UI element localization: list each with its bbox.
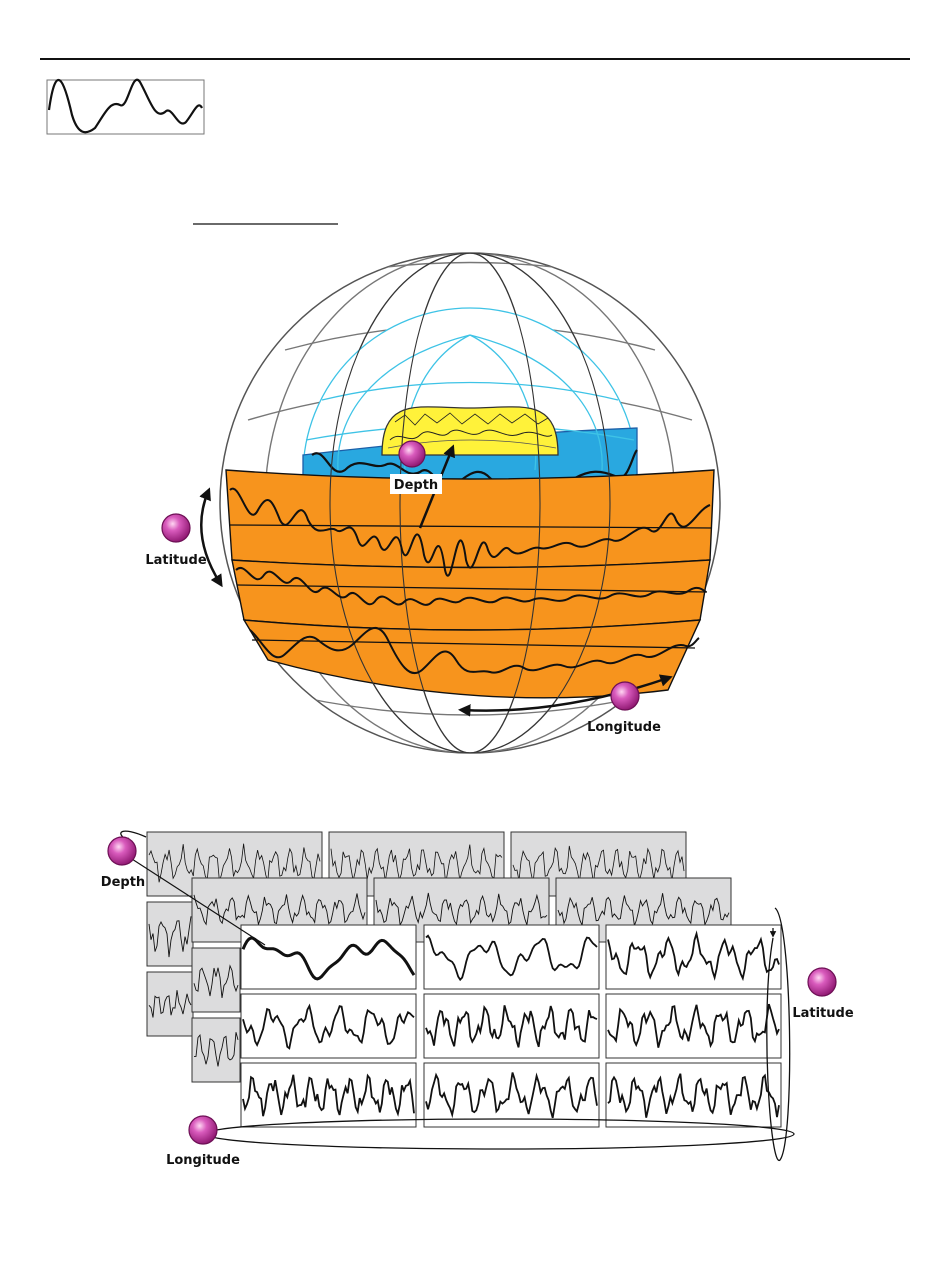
legend-waveform-box	[47, 80, 204, 134]
depth-label: Depth	[101, 875, 145, 890]
sphere-latitude-control: Latitude	[145, 514, 207, 568]
knob-icon[interactable]	[162, 514, 190, 542]
grid-latitude-control: Latitude	[792, 968, 854, 1021]
knob-icon[interactable]	[108, 837, 136, 865]
depth-label: Depth	[394, 478, 438, 493]
waveform-grid	[147, 832, 781, 1127]
longitude-label: Longitude	[587, 720, 661, 735]
waveform-panel	[192, 1018, 240, 1082]
waveform-panel	[241, 994, 416, 1058]
knob-icon[interactable]	[808, 968, 836, 996]
latitude-label: Latitude	[792, 1006, 854, 1021]
latitude-arrow	[201, 492, 220, 583]
latitude-label: Latitude	[145, 553, 207, 568]
longitude-label: Longitude	[166, 1153, 240, 1168]
globe	[220, 253, 720, 753]
waveform-panel	[424, 925, 599, 989]
waveform-panel	[606, 1063, 781, 1127]
waveform-panel	[606, 925, 781, 989]
grid-longitude-control: Longitude	[166, 1116, 240, 1168]
waveform-panel	[424, 1063, 599, 1127]
crust-bands	[226, 470, 714, 698]
knob-icon[interactable]	[399, 441, 425, 467]
knob-icon[interactable]	[189, 1116, 217, 1144]
knob-icon[interactable]	[611, 682, 639, 710]
waveform-panel	[147, 902, 193, 966]
waveform-panel	[241, 925, 416, 989]
